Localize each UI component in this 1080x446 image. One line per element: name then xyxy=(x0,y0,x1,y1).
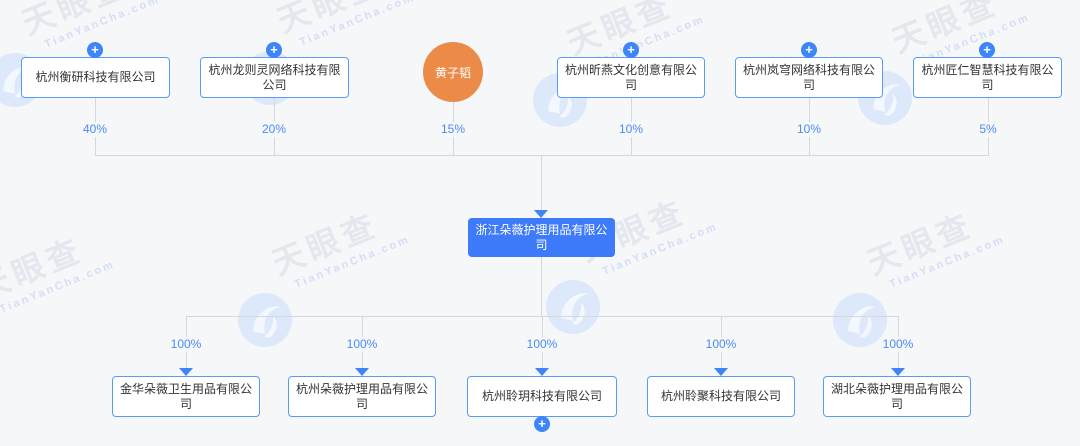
watermark-en-text: TianYanCha.com xyxy=(42,0,162,51)
shareholding-percent: 40% xyxy=(79,122,111,137)
person-name: 黄子韬 xyxy=(434,65,471,80)
connector-line xyxy=(541,155,542,211)
tianyancha-logo-icon xyxy=(0,310,5,380)
arrow-down-icon xyxy=(355,368,369,376)
subsidiary-node-3[interactable]: 杭州聆聚科技有限公司 xyxy=(647,376,795,417)
watermark-en-text: TianYanCha.com xyxy=(0,258,117,316)
shareholder-node-1[interactable]: 杭州龙则灵网络科技有限公司 xyxy=(200,57,349,98)
arrow-down-icon xyxy=(535,368,549,376)
subsidiary-node-0[interactable]: 金华朵薇卫生用品有限公司 xyxy=(112,376,260,417)
shareholding-percent: 10% xyxy=(615,122,647,137)
shareholding-percent: 15% xyxy=(437,122,469,137)
company-name: 杭州聆玥科技有限公司 xyxy=(481,389,602,403)
arrow-down-icon xyxy=(891,368,905,376)
watermark-cn-text: 天眼查 xyxy=(862,206,979,282)
expand-plus-icon[interactable]: + xyxy=(979,42,995,58)
connector-line xyxy=(541,257,542,316)
tianyancha-logo-icon xyxy=(238,292,292,347)
expand-plus-icon[interactable]: + xyxy=(801,42,817,58)
company-name: 杭州匠仁智慧科技有限公司 xyxy=(921,62,1054,92)
shareholding-percent: 100% xyxy=(523,337,561,352)
arrow-down-icon xyxy=(179,368,193,376)
expand-plus-icon[interactable]: + xyxy=(534,416,550,432)
shareholding-percent: 100% xyxy=(702,337,740,352)
shareholding-percent: 100% xyxy=(879,337,917,352)
subsidiary-node-1[interactable]: 杭州朵薇护理用品有限公司 xyxy=(288,376,436,417)
subsidiary-node-2[interactable]: 杭州聆玥科技有限公司 xyxy=(467,376,617,417)
company-name: 杭州昕燕文化创意有限公司 xyxy=(564,62,697,92)
company-name: 杭州朵薇护理用品有限公司 xyxy=(295,381,428,411)
tianyancha-watermark: 天眼查 TianYanCha.com xyxy=(214,180,467,364)
company-name: 浙江朵薇护理用品有限公司 xyxy=(475,222,608,252)
shareholder-node-5[interactable]: 杭州匠仁智慧科技有限公司 xyxy=(913,57,1062,98)
watermark-cn-text: 天眼查 xyxy=(0,231,89,307)
watermark-cn-text: 天眼查 xyxy=(17,0,134,42)
shareholder-node-4[interactable]: 杭州岚穹网络科技有限公司 xyxy=(735,57,883,98)
shareholding-percent: 100% xyxy=(343,337,381,352)
shareholding-percent: 100% xyxy=(167,337,205,352)
connector-line xyxy=(95,155,989,156)
watermark-en-text: TianYanCha.com xyxy=(887,233,1007,291)
shareholding-percent: 10% xyxy=(793,122,825,137)
shareholding-percent: 20% xyxy=(258,122,290,137)
arrow-down-icon xyxy=(534,210,548,218)
tianyancha-logo-icon xyxy=(546,280,600,334)
arrow-down-icon xyxy=(714,368,728,376)
expand-plus-icon[interactable]: + xyxy=(266,42,282,58)
company-name: 杭州岚穹网络科技有限公司 xyxy=(742,62,875,92)
watermark-en-text: TianYanCha.com xyxy=(297,0,417,49)
shareholder-node-0[interactable]: 杭州衡研科技有限公司 xyxy=(21,57,170,98)
shareholder-person-node[interactable]: 黄子韬 xyxy=(423,42,483,102)
watermark-en-text: TianYanCha.com xyxy=(292,233,412,291)
shareholder-node-3[interactable]: 杭州昕燕文化创意有限公司 xyxy=(557,57,705,98)
shareholding-percent: 5% xyxy=(976,122,1000,137)
tianyancha-watermark: 天眼查 TianYanCha.com xyxy=(522,167,775,351)
subsidiary-node-4[interactable]: 湖北朵薇护理用品有限公司 xyxy=(823,376,971,417)
watermark-cn-text: 天眼查 xyxy=(267,206,384,282)
company-name: 杭州龙则灵网络科技有限公司 xyxy=(208,62,341,92)
tianyancha-watermark: 天眼查 TianYanCha.com xyxy=(0,205,172,389)
company-name: 杭州衡研科技有限公司 xyxy=(35,70,156,84)
company-name: 湖北朵薇护理用品有限公司 xyxy=(830,381,963,411)
root-company-node[interactable]: 浙江朵薇护理用品有限公司 xyxy=(468,218,615,257)
company-name: 金华朵薇卫生用品有限公司 xyxy=(119,381,252,411)
tianyancha-watermark: 天眼查 TianYanCha.com xyxy=(809,180,1062,364)
expand-plus-icon[interactable]: + xyxy=(623,42,639,58)
expand-plus-icon[interactable]: + xyxy=(87,42,103,58)
watermark-cn-text: 天眼查 xyxy=(562,0,679,62)
watermark-en-text: TianYanCha.com xyxy=(600,220,720,278)
watermark-cn-text: 天眼查 xyxy=(272,0,389,40)
company-name: 杭州聆聚科技有限公司 xyxy=(660,389,781,403)
